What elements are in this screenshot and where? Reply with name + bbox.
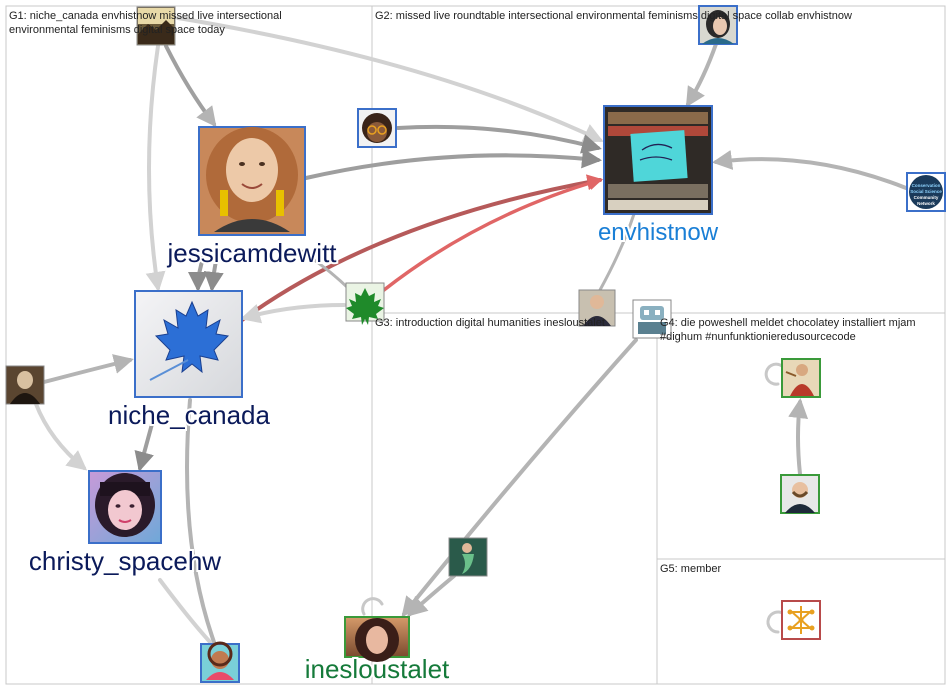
group-label-g3: G3: introduction digital humanities ines… (375, 317, 605, 329)
node-christy_spacehw[interactable] (88, 470, 162, 544)
edge-g1bottom-niche (185, 398, 216, 644)
group-box-g5 (656, 558, 946, 685)
man-suit-avatar-icon (583, 295, 611, 326)
edge-man-painting (788, 398, 809, 476)
svg-text:Network: Network (917, 201, 935, 206)
node-envhistnow[interactable] (603, 105, 713, 215)
edge-g5-self (766, 610, 786, 634)
landscape-photo-icon (138, 8, 174, 44)
network-logo-icon (787, 606, 815, 634)
node-g1-portrait[interactable] (5, 365, 45, 405)
maple-leaf-icon (149, 300, 230, 381)
node-g2-top[interactable] (698, 5, 738, 45)
node-g3-robot[interactable] (632, 299, 672, 339)
node-g3-mermaid[interactable] (448, 537, 488, 577)
label-niche_canada: niche_canada (108, 400, 270, 430)
group-labels: G1: niche_canada envhistnow missed live … (9, 10, 916, 575)
node-inesloustalet[interactable] (344, 616, 410, 662)
group-label-g4: G4: die poweshell meldet chocolatey inst… (660, 317, 916, 329)
node-g5-logo[interactable] (781, 600, 821, 640)
group-label-g2: G2: missed live roundtable intersectiona… (375, 10, 852, 22)
edge-glasses-envhistnow (396, 124, 602, 154)
edge-jessica-envhistnow (304, 148, 602, 180)
group-label-g1-line2: environmental feminisms digital space to… (9, 24, 225, 36)
robot-avatar-icon (638, 306, 666, 334)
node-g2-glasses[interactable] (357, 108, 397, 148)
node-g2-man[interactable] (578, 289, 616, 327)
cartoon-glasses-avatar-icon (362, 113, 392, 143)
edge-jessica-niche-1 (188, 248, 209, 292)
group-label-g1: G1: niche_canada envhistnow missed live … (9, 10, 282, 22)
mermaid-avatar-icon (462, 543, 474, 574)
edge-jessica-niche-2 (203, 248, 224, 292)
edge-painting-self (764, 362, 786, 386)
conservation-logo-icon: Conservation Social Science Community Ne… (909, 175, 943, 209)
edge-niche-christy (134, 422, 154, 472)
label-jessicamdewitt: jessicamdewitt (166, 238, 337, 268)
node-g2-logo[interactable]: Conservation Social Science Community Ne… (906, 172, 946, 212)
woman-portrait-icon (206, 127, 298, 232)
woman-portrait-icon (355, 618, 399, 662)
edge-portrait-niche (42, 354, 134, 384)
edge-g1top-envhistnow (176, 16, 604, 143)
group-box-g3 (371, 312, 658, 685)
node-green-leaf[interactable] (345, 282, 385, 325)
edge-mermaid-ines (407, 574, 456, 617)
painting-avatar-icon (785, 364, 814, 396)
edge-g1top-jessica (164, 44, 217, 128)
svg-text:Conservation: Conservation (912, 183, 941, 188)
node-g4-man[interactable] (780, 474, 820, 514)
edge-man-envhistnow (598, 212, 636, 292)
cartoon-avatar-icon (206, 641, 234, 680)
edge-leaf-niche (240, 303, 346, 324)
node-g1-top[interactable] (136, 6, 176, 46)
svg-text:Community: Community (914, 195, 939, 200)
edge-niche-envhistnow (240, 174, 604, 322)
svg-text:Social Science: Social Science (910, 189, 942, 194)
nodes: Conservation Social Science Community Ne… (5, 5, 946, 683)
edges (34, 16, 908, 644)
green-leaf-icon (346, 288, 384, 325)
node-labels: envhistnow jessicamdewitt niche_canada c… (27, 217, 721, 686)
node-jessicamdewitt[interactable] (198, 126, 306, 236)
node-g4-painting[interactable] (781, 358, 821, 398)
label-inesloustalet: inesloustalet (305, 654, 450, 684)
group-box-g4 (656, 312, 946, 560)
edge-portrait-christy (34, 402, 88, 471)
label-christy_spacehw: christy_spacehw (29, 546, 221, 576)
woman-avatar-icon (702, 10, 734, 44)
bearded-man-avatar-icon (785, 482, 815, 513)
sticky-note-photo-icon (630, 130, 688, 182)
edge-g1top-niche (145, 44, 166, 292)
edge-christy-g1bottom (158, 578, 212, 644)
edge-robot-ines (401, 338, 638, 618)
node-g1-bottom[interactable] (200, 641, 240, 683)
edge-ines-self (361, 597, 384, 616)
node-niche_canada[interactable] (134, 290, 243, 398)
edge-logo-envhistnow (712, 150, 908, 190)
edge-leaf-envhistnow (382, 176, 603, 292)
edge-g2top-envhistnow (685, 42, 718, 108)
label-envhistnow: envhistnow (598, 219, 719, 246)
vintage-portrait-icon (10, 371, 40, 404)
group-label-g4-line2: #dighum #nunfunktionieredusourcecode (660, 331, 856, 343)
group-label-g5: G5: member (660, 563, 721, 575)
pink-hair-portrait-icon (95, 473, 155, 537)
